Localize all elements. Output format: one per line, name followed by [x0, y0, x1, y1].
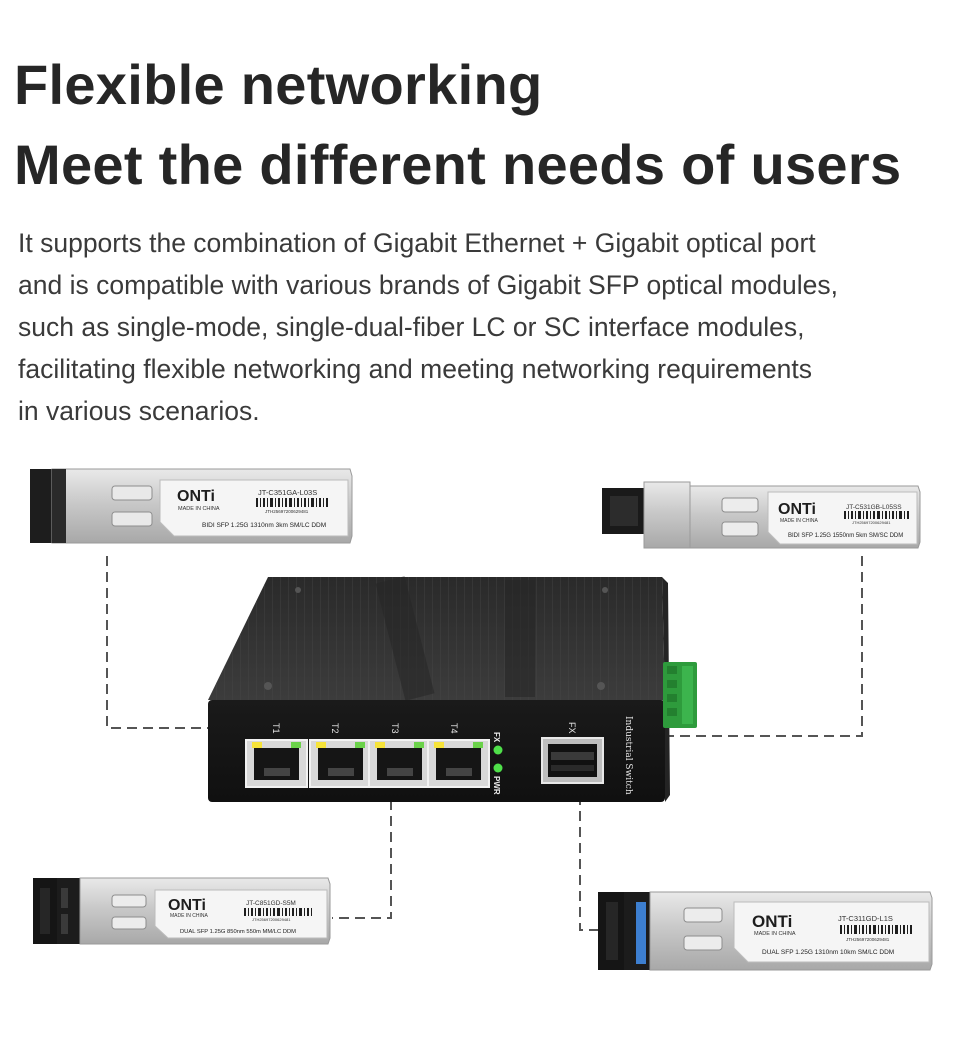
barcode-icon	[256, 498, 328, 507]
module-serial-bottom-right: JTH25697200629481	[846, 937, 890, 942]
connector-bottom-right	[579, 795, 600, 931]
connector-top-left	[106, 556, 232, 729]
module-serial-top-left: JTH25697200629481	[265, 509, 309, 514]
latch-bottom-left	[57, 878, 81, 944]
connector-bottom-left	[332, 800, 392, 919]
module-spec-top-left: BIDI SFP 1.25G 1310nm 3km SM/LC DDM	[202, 522, 326, 529]
module-serial-top-right: JTH25697200629481	[852, 520, 891, 525]
rj45-port-t3	[368, 739, 431, 788]
port-label-t2: T2	[330, 723, 340, 734]
rj45-port-t2	[309, 739, 372, 788]
module-spec-bottom-left: DUAL SFP 1.25G 850nm 550m MM/LC DDM	[180, 929, 296, 935]
module-brand-bottom-right: ONTi	[752, 912, 792, 931]
barcode-icon	[844, 511, 909, 519]
switch-side-label: Industrial Switch	[623, 716, 633, 795]
fx-led-label: FX	[492, 732, 501, 743]
rj45-port-t4	[427, 739, 490, 788]
barcode-icon	[244, 908, 312, 916]
module-model-top-left: JT-C351GA-L03S	[258, 488, 317, 497]
sfp-module-bottom-left: ONTi MADE IN CHINA JT-C851GD-S5M JTH2569…	[33, 877, 331, 945]
port-label-t3: T3	[390, 723, 400, 734]
module-serial-bottom-left: JTH25697200629481	[252, 917, 291, 922]
module-origin-bottom-right: MADE IN CHINA	[754, 931, 796, 937]
connection-lines	[106, 556, 863, 931]
description-line-5: in various scenarios.	[18, 396, 260, 426]
sfp-module-top-left: ONTi MADE IN CHINA JT-C351GA-L03S JTH256…	[30, 468, 353, 544]
headline-line-2: Meet the different needs of users	[14, 133, 902, 196]
barcode-icon	[840, 925, 912, 934]
module-model-bottom-right: JT-C311GD-L1S	[838, 914, 893, 923]
network-diagram: T1 T2 T3 T4 FX PWR FX Industrial Switch …	[30, 468, 933, 971]
module-brand-top-right: ONTi	[778, 501, 816, 518]
power-terminal-block	[663, 662, 697, 728]
rj45-port-t1	[245, 739, 308, 788]
industrial-switch: T1 T2 T3 T4 FX PWR FX Industrial Switch	[208, 576, 697, 802]
connector-top-right	[618, 556, 863, 737]
description-paragraph: It supports the combination of Gigabit E…	[18, 222, 958, 432]
port-label-t4: T4	[449, 723, 459, 734]
pwr-led-icon	[493, 763, 503, 773]
sfp-module-top-right: ONTi MADE IN CHINA JT-C531GB-L05SS JTH25…	[602, 481, 921, 549]
module-model-top-right: JT-C531GB-L05SS	[846, 504, 902, 511]
description-line-3: such as single-mode, single-dual-fiber L…	[18, 312, 805, 342]
description-line-2: and is compatible with various brands of…	[18, 270, 838, 300]
description-line-1: It supports the combination of Gigabit E…	[18, 228, 816, 258]
module-spec-bottom-right: DUAL SFP 1.25G 1310nm 10km SM/LC DDM	[762, 949, 894, 956]
port-label-t1: T1	[271, 723, 281, 734]
sfp-module-bottom-right: ONTi MADE IN CHINA JT-C311GD-L1S JTH2569…	[598, 891, 933, 971]
pwr-led-label: PWR	[492, 776, 501, 795]
module-origin-top-left: MADE IN CHINA	[178, 506, 220, 512]
module-spec-top-right: BIDI SFP 1.25G 1550nm 5km SM/SC DDM	[788, 533, 903, 539]
module-origin-top-right: MADE IN CHINA	[780, 518, 818, 524]
module-brand-top-left: ONTi	[177, 488, 215, 505]
description-line-4: facilitating flexible networking and mee…	[18, 354, 812, 384]
headline-line-1: Flexible networking	[14, 53, 543, 116]
fx-led-icon	[493, 745, 503, 755]
module-model-bottom-left: JT-C851GD-S5M	[246, 900, 296, 907]
module-brand-bottom-left: ONTi	[168, 897, 206, 914]
sfp-cage	[541, 737, 604, 784]
module-origin-bottom-left: MADE IN CHINA	[170, 913, 208, 919]
sfp-port-label: FX	[567, 722, 577, 734]
